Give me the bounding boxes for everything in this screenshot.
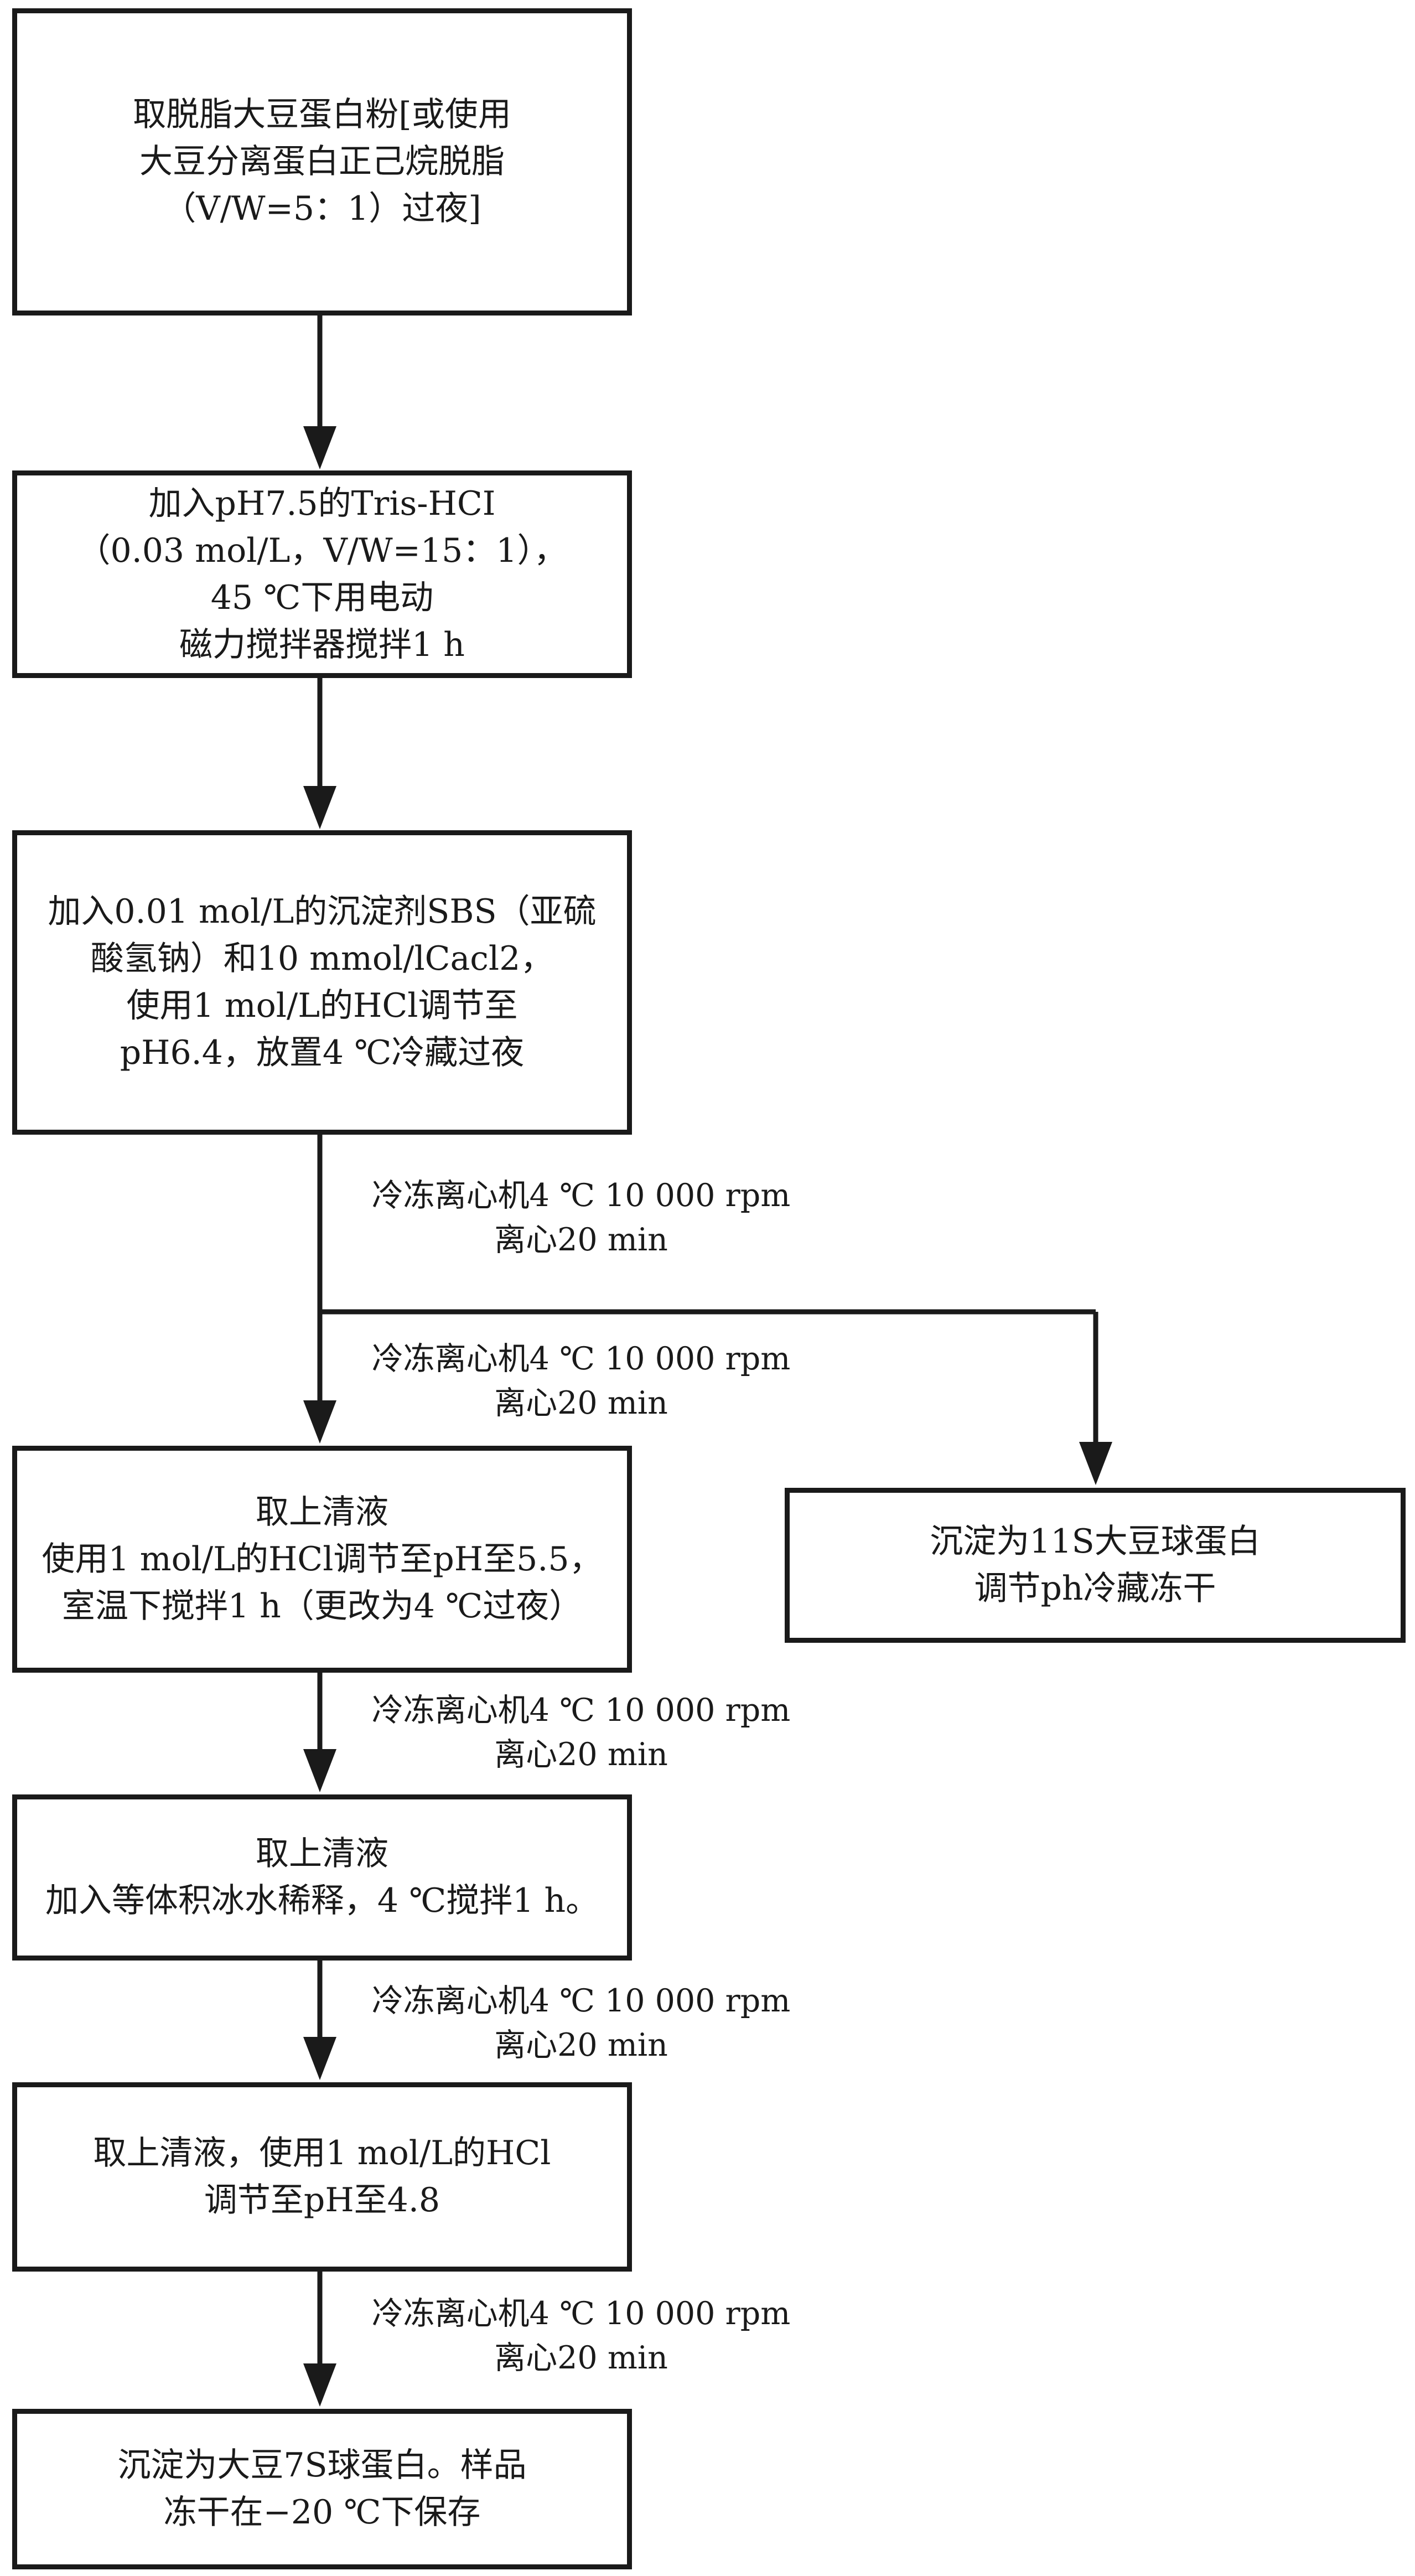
arrowhead-3-4 xyxy=(303,1400,336,1444)
step-text-line: 加入0.01 mol/L的沉淀剂SBS（亚硫 xyxy=(48,892,597,931)
step-text-line: 加入pH7.5的Tris-HCI xyxy=(148,484,496,523)
step-text-line: 使用1 mol/L的HCl调节至 xyxy=(126,986,518,1025)
step-text-line: 使用1 mol/L的HCl调节至pH至5.5， xyxy=(42,1539,603,1579)
step-text-line: 45 ℃下用电动 xyxy=(210,578,434,617)
side-text-line: 调节ph冷藏冻干 xyxy=(974,1569,1216,1608)
note-line: 冷冻离心机4 ℃ 10 000 rpm xyxy=(371,2295,791,2332)
step-text-line: 取上清液 xyxy=(256,1834,388,1873)
centrifuge-note-2: 冷冻离心机4 ℃ 10 000 rpm 离心20 min xyxy=(338,1337,825,1425)
note-line: 离心20 min xyxy=(494,1736,668,1773)
note-line: 冷冻离心机4 ℃ 10 000 rpm xyxy=(371,1341,791,1377)
side-box-11s-globulin: 沉淀为11S大豆球蛋白 调节ph冷藏冻干 xyxy=(785,1488,1406,1643)
step-text-line: 大豆分离蛋白正己烷脱脂 xyxy=(139,142,505,181)
step-7-box: 沉淀为大豆7S球蛋白。样品 冻干在−20 ℃下保存 xyxy=(12,2409,632,2569)
note-line: 离心20 min xyxy=(494,2027,668,2063)
step-text-line: 冻干在−20 ℃下保存 xyxy=(163,2493,481,2532)
arrowhead-4-5 xyxy=(303,1749,336,1792)
step-6-box: 取上清液，使用1 mol/L的HCl 调节至pH至4.8 xyxy=(12,2082,632,2272)
step-1-box: 取脱脂大豆蛋白粉[或使用 大豆分离蛋白正己烷脱脂 （V/W=5：1）过夜] xyxy=(12,8,632,315)
arrowhead-branch xyxy=(1079,1442,1112,1485)
note-line: 离心20 min xyxy=(494,1222,668,1258)
step-text-line: 沉淀为大豆7S球蛋白。样品 xyxy=(117,2446,527,2485)
note-line: 离心20 min xyxy=(494,2340,668,2376)
step-text-line: 调节至pH至4.8 xyxy=(204,2181,440,2220)
step-5-box: 取上清液 加入等体积冰水稀释，4 ℃搅拌1 h。 xyxy=(12,1794,632,1961)
step-text-line: 磁力搅拌器搅拌1 h xyxy=(179,625,465,664)
step-text-line: pH6.4，放置4 ℃冷藏过夜 xyxy=(120,1033,525,1072)
centrifuge-note-4: 冷冻离心机4 ℃ 10 000 rpm 离心20 min xyxy=(338,1979,825,2067)
side-text-line: 沉淀为11S大豆球蛋白 xyxy=(930,1522,1261,1561)
step-text-line: 取上清液 xyxy=(256,1492,388,1532)
step-text-line: （0.03 mol/L，V/W=15：1）， xyxy=(77,531,567,570)
centrifuge-note-3: 冷冻离心机4 ℃ 10 000 rpm 离心20 min xyxy=(338,1688,825,1777)
step-text-line: 加入等体积冰水稀释，4 ℃搅拌1 h。 xyxy=(45,1881,599,1920)
arrowhead-6-7 xyxy=(303,2363,336,2407)
step-2-box: 加入pH7.5的Tris-HCI （0.03 mol/L，V/W=15：1）， … xyxy=(12,470,632,678)
step-text-line: （V/W=5：1）过夜] xyxy=(163,189,481,228)
arrowhead-2-3 xyxy=(303,786,336,829)
step-4-box: 取上清液 使用1 mol/L的HCl调节至pH至5.5， 室温下搅拌1 h（更改… xyxy=(12,1446,632,1673)
step-text-line: 取脱脂大豆蛋白粉[或使用 xyxy=(133,95,511,134)
note-line: 冷冻离心机4 ℃ 10 000 rpm xyxy=(371,1983,791,2019)
step-text-line: 室温下搅拌1 h（更改为4 ℃过夜） xyxy=(61,1586,583,1626)
arrowhead-1-2 xyxy=(303,426,336,469)
step-text-line: 取上清液，使用1 mol/L的HCl xyxy=(93,2134,551,2172)
arrowhead-5-6 xyxy=(303,2037,336,2080)
step-3-box: 加入0.01 mol/L的沉淀剂SBS（亚硫 酸氢钠）和10 mmol/lCac… xyxy=(12,830,632,1135)
step-text-line: 酸氢钠）和10 mmol/lCacl2， xyxy=(90,939,554,978)
note-line: 冷冻离心机4 ℃ 10 000 rpm xyxy=(371,1692,791,1729)
note-line: 离心20 min xyxy=(494,1385,668,1421)
note-line: 冷冻离心机4 ℃ 10 000 rpm xyxy=(371,1177,791,1214)
centrifuge-note-1: 冷冻离心机4 ℃ 10 000 rpm 离心20 min xyxy=(338,1173,825,1262)
centrifuge-note-5: 冷冻离心机4 ℃ 10 000 rpm 离心20 min xyxy=(338,2291,825,2380)
